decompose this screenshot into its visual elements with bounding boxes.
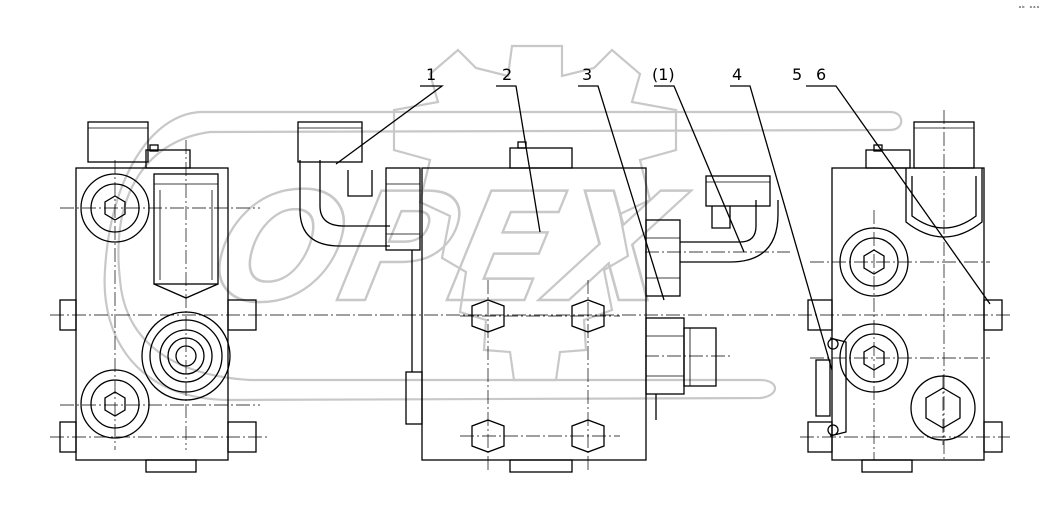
center-valve-block bbox=[405, 141, 647, 473]
leader-(1) bbox=[654, 85, 745, 253]
corner-mark: ᵃᵇ ᵃᵃᵃ bbox=[1018, 5, 1040, 12]
callout-(1): (1) bbox=[652, 65, 675, 84]
leader-1 bbox=[335, 85, 444, 165]
callout-5: 5 bbox=[792, 65, 802, 84]
callout-4: 4 bbox=[732, 65, 742, 84]
elbow-fitting-left bbox=[297, 121, 421, 292]
callout-1: 1 bbox=[426, 65, 436, 84]
leader-lines bbox=[335, 85, 991, 371]
center-lines bbox=[50, 110, 1010, 470]
leader-4 bbox=[730, 85, 833, 371]
watermark: OPEX bbox=[103, 44, 903, 402]
left-valve-block bbox=[59, 121, 257, 473]
callout-6: 6 bbox=[816, 65, 826, 84]
right-valve-block bbox=[807, 121, 1003, 473]
callout-2: 2 bbox=[502, 65, 512, 84]
watermark-swoosh bbox=[103, 110, 903, 402]
callout-3: 3 bbox=[582, 65, 592, 84]
leader-5-6 bbox=[806, 85, 991, 305]
leader-2 bbox=[496, 85, 541, 233]
leader-3 bbox=[578, 85, 665, 301]
watermark-text: OPEX bbox=[199, 161, 699, 336]
callouts: 1 2 3 (1) 4 5 6 bbox=[426, 65, 826, 84]
